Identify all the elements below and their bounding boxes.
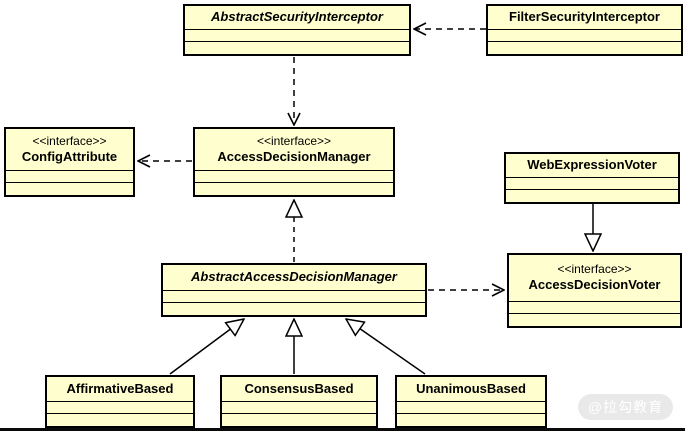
fields-compartment: [195, 170, 393, 182]
class-name: AccessDecisionVoter: [528, 277, 661, 293]
class-unanimous-based[interactable]: UnanimousBased: [395, 375, 547, 428]
class-title: <<interface>> ConfigAttribute: [6, 129, 133, 170]
fields-compartment: [509, 301, 680, 313]
class-name: WebExpressionVoter: [527, 157, 657, 173]
methods-compartment: [222, 413, 376, 426]
class-title: AbstractSecurityInterceptor: [185, 6, 409, 29]
class-filter-security-interceptor[interactable]: FilterSecurityInterceptor: [486, 4, 683, 56]
class-title: FilterSecurityInterceptor: [488, 6, 681, 29]
class-web-expression-voter[interactable]: WebExpressionVoter: [504, 152, 680, 204]
methods-compartment: [397, 413, 545, 426]
fields-compartment: [47, 401, 193, 413]
edge-ub-to-aadm-generalization: [346, 319, 426, 375]
methods-compartment: [488, 41, 681, 54]
methods-compartment: [195, 182, 393, 195]
bottom-edge-divider: [0, 428, 685, 431]
class-access-decision-manager[interactable]: <<interface>> AccessDecisionManager: [193, 127, 395, 197]
class-config-attribute[interactable]: <<interface>> ConfigAttribute: [4, 127, 135, 197]
fields-compartment: [185, 29, 409, 41]
class-name: ConsensusBased: [244, 380, 354, 396]
class-access-decision-voter[interactable]: <<interface>> AccessDecisionVoter: [507, 253, 682, 328]
interface-stereotype: <<interface>>: [256, 133, 332, 148]
methods-compartment: [6, 182, 133, 195]
fields-compartment: [222, 401, 376, 413]
methods-compartment: [163, 302, 425, 315]
class-name: AccessDecisionManager: [217, 148, 371, 164]
methods-compartment: [185, 41, 409, 54]
methods-compartment: [509, 313, 680, 326]
edge-ab-to-aadm-generalization: [169, 319, 244, 375]
class-title: UnanimousBased: [397, 377, 545, 401]
class-name: ConfigAttribute: [21, 148, 118, 164]
methods-compartment: [47, 413, 193, 426]
class-title: ConsensusBased: [222, 377, 376, 401]
class-name: FilterSecurityInterceptor: [509, 9, 660, 25]
interface-stereotype: <<interface>>: [557, 262, 632, 277]
class-name: AbstractAccessDecisionManager: [191, 269, 397, 285]
fields-compartment: [397, 401, 545, 413]
class-title: <<interface>> AccessDecisionManager: [195, 129, 393, 170]
class-title: AffirmativeBased: [47, 377, 193, 401]
class-title: AbstractAccessDecisionManager: [163, 265, 425, 290]
watermark-badge: @拉勾教育: [578, 394, 673, 420]
class-name: UnanimousBased: [416, 380, 526, 396]
fields-compartment: [488, 29, 681, 41]
class-affirmative-based[interactable]: AffirmativeBased: [45, 375, 195, 428]
class-name: AffirmativeBased: [66, 380, 174, 396]
class-consensus-based[interactable]: ConsensusBased: [220, 375, 378, 428]
class-abstract-security-interceptor[interactable]: AbstractSecurityInterceptor: [183, 4, 411, 56]
class-title: <<interface>> AccessDecisionVoter: [509, 255, 680, 301]
methods-compartment: [506, 189, 678, 202]
fields-compartment: [506, 177, 678, 189]
fields-compartment: [6, 170, 133, 182]
class-abstract-access-decision-manager[interactable]: AbstractAccessDecisionManager: [161, 263, 427, 317]
class-name: AbstractSecurityInterceptor: [211, 9, 383, 25]
class-title: WebExpressionVoter: [506, 154, 678, 177]
interface-stereotype: <<interface>>: [32, 133, 107, 148]
fields-compartment: [163, 290, 425, 302]
